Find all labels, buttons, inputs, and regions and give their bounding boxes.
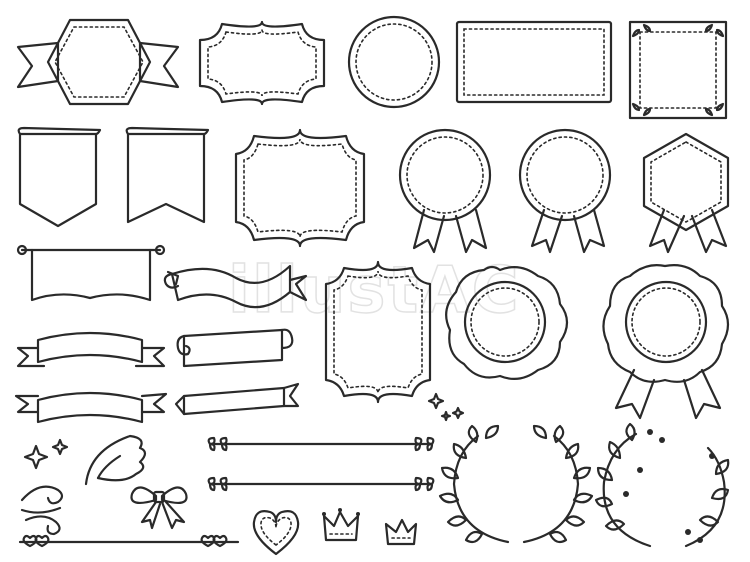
circle-medal-ribbon-icon	[518, 128, 612, 254]
ornate-square-frame-icon	[234, 128, 366, 248]
square-ornament-frame-icon	[628, 20, 728, 120]
tall-ornate-frame-icon	[324, 260, 432, 404]
wavy-scroll-banner-icon	[163, 264, 308, 309]
scalloped-seal-frame-icon	[445, 265, 569, 381]
circle-award-ribbon-icon	[398, 128, 492, 254]
watermark-text: illustAC	[228, 254, 521, 328]
hearts-divider-icon	[18, 534, 240, 548]
sparkle-cluster-icon	[427, 392, 465, 422]
arrow-divider-2-icon	[207, 476, 435, 492]
berry-wreath-icon	[594, 422, 730, 548]
slanted-ribbon-banner-icon	[174, 382, 300, 416]
flourish-ornament-icon	[20, 485, 64, 536]
hexagon-award-ribbon-icon	[642, 132, 730, 254]
scalloped-seal-ribbon-icon	[602, 264, 730, 420]
bow-ribbon-icon	[130, 486, 188, 530]
hanging-banner-icon	[16, 244, 166, 302]
scroll-roll-banner-icon	[176, 328, 294, 368]
arrow-divider-icon	[207, 436, 435, 452]
wing-icon	[84, 434, 147, 486]
arched-ribbon-banner-icon	[14, 391, 168, 424]
hexagon-ribbon-frame-icon	[16, 18, 180, 106]
ornate-label-frame-icon	[198, 20, 326, 106]
circle-frame-icon	[347, 15, 441, 109]
rectangle-frame-icon	[455, 20, 613, 104]
heart-frame-icon	[252, 510, 300, 556]
laurel-wreath-icon	[438, 424, 594, 544]
crown-icon	[384, 518, 418, 546]
twinkle-stars-icon	[23, 438, 69, 470]
curved-ribbon-banner-icon	[16, 331, 166, 368]
pennant-flag-icon	[17, 126, 102, 228]
crown-dotted-icon	[322, 508, 360, 542]
swallowtail-banner-icon	[125, 126, 210, 224]
